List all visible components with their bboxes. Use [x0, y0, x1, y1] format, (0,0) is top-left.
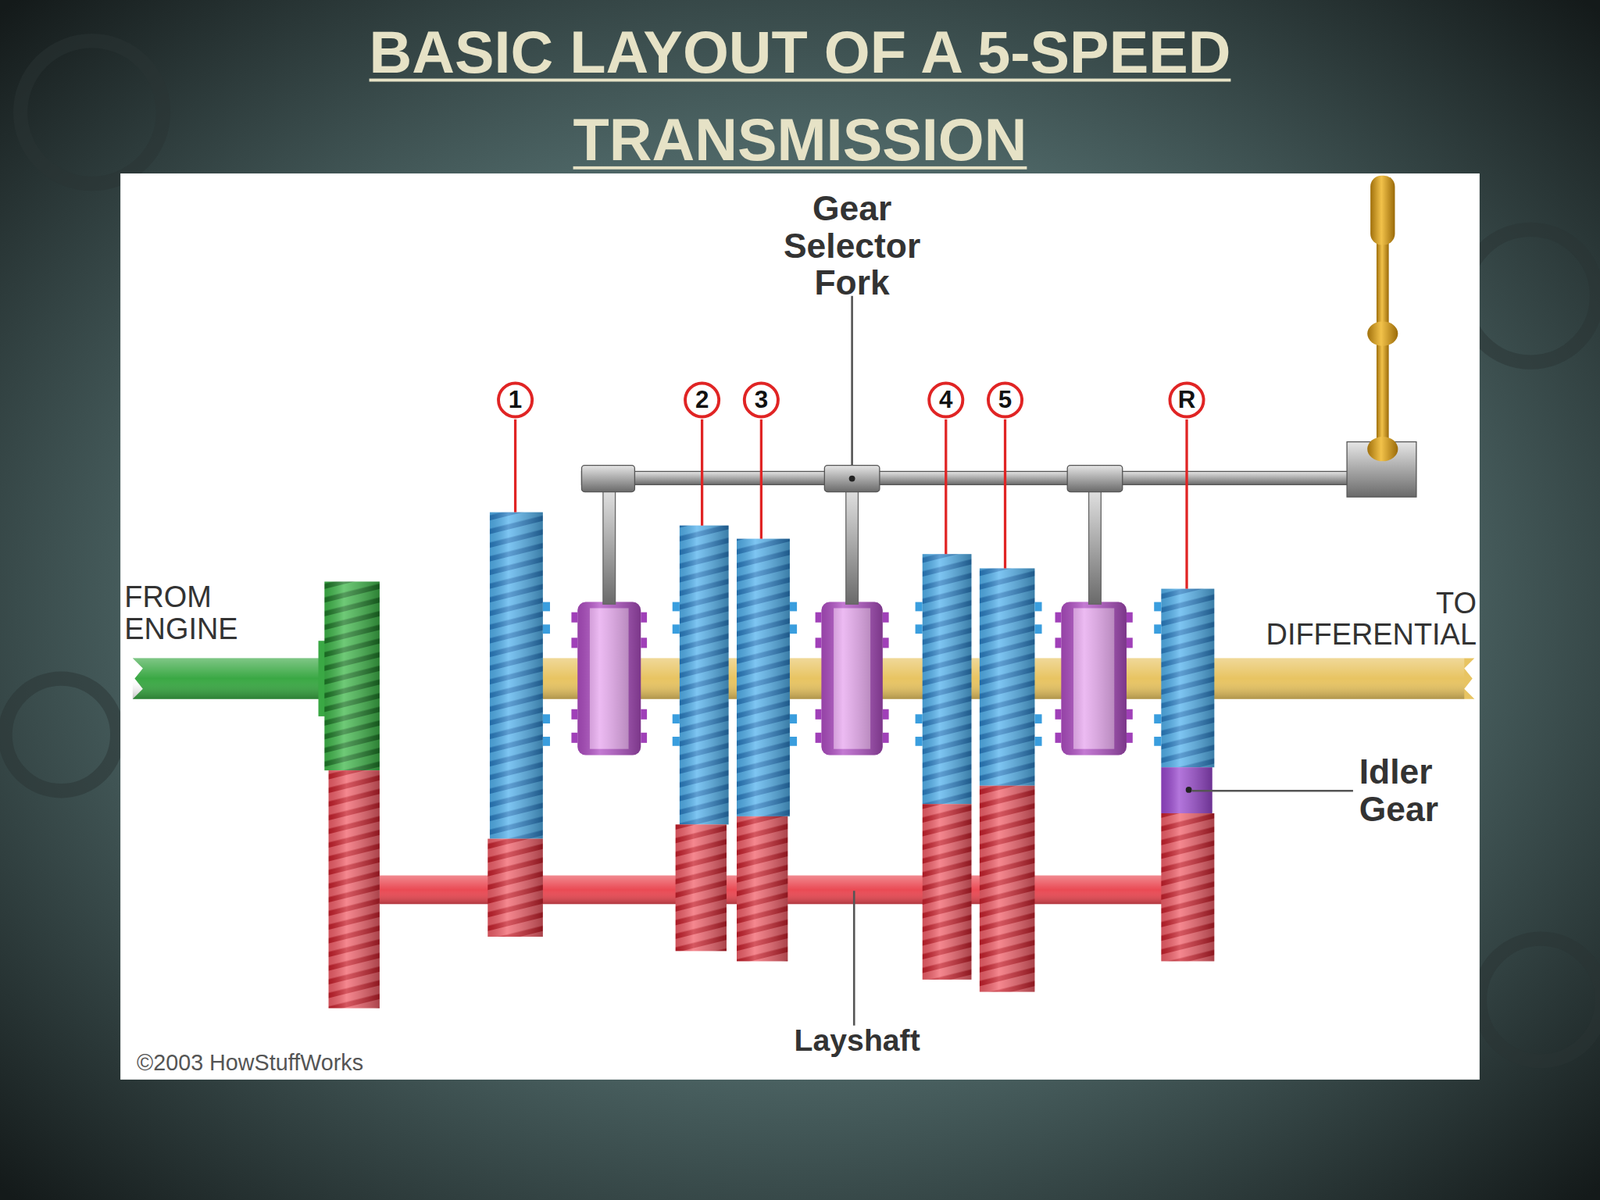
callout-circle: 4 [926, 380, 966, 420]
callout-number: R [1167, 380, 1207, 420]
callout-number: 4 [926, 380, 966, 420]
part-label: Gear Selector Fork [765, 189, 940, 303]
callout-number: 2 [682, 380, 722, 420]
part-label: Idler Gear [1359, 753, 1472, 829]
part-label: Layshaft [775, 1024, 940, 1058]
callout-circle: R [1167, 380, 1207, 420]
slide-title: BASIC LAYOUT OF A 5-SPEED TRANSMISSION [239, 7, 1362, 184]
callout-circle: 1 [496, 380, 536, 420]
callout-number: 5 [985, 380, 1025, 420]
shaft-label: FROM ENGINE [124, 581, 262, 646]
callout-number: 1 [496, 380, 536, 420]
callout-circle: 2 [682, 380, 722, 420]
callout-circle: 3 [742, 380, 782, 420]
copyright-note: ©2003 HowStuffWorks [136, 1050, 504, 1075]
callout-number: 3 [742, 380, 782, 420]
shaft-label: TO DIFFERENTIAL [1239, 587, 1477, 652]
callout-circle: 5 [985, 380, 1025, 420]
